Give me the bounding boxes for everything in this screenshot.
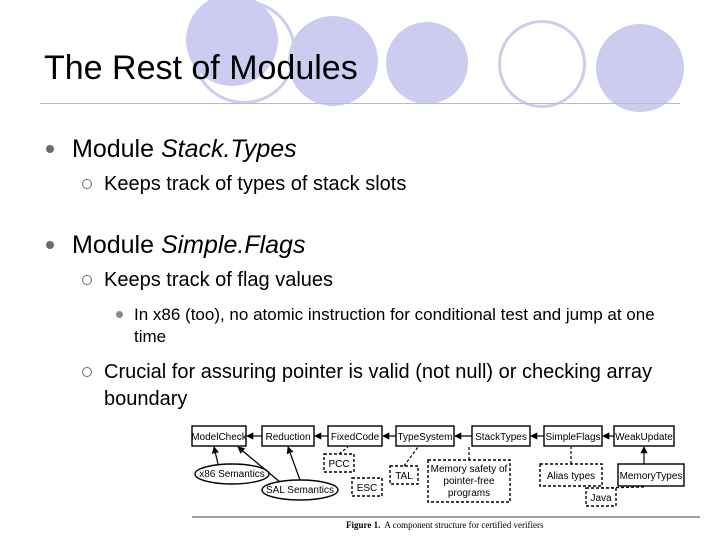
svg-text:Figure 1.A component structure: Figure 1.A component structure for certi… xyxy=(346,520,544,530)
svg-text:SimpleFlags: SimpleFlags xyxy=(545,432,600,443)
module-name: Stack.Types xyxy=(160,135,297,163)
decor-circle-6 xyxy=(596,24,684,112)
sub-bullet-flag-values: Keeps track of flag values xyxy=(104,269,334,291)
node-weakupdate: WeakUpdate xyxy=(613,425,675,447)
node-simpleflags: SimpleFlags xyxy=(543,425,603,447)
node-stacktypes: StackTypes xyxy=(471,425,531,447)
bullet-marker xyxy=(46,241,54,249)
sub-sub-bullet-marker xyxy=(116,311,123,318)
sub-bullet-marker xyxy=(82,179,92,189)
sub-bullet-marker xyxy=(82,367,92,377)
title-rule xyxy=(40,103,680,104)
svg-text:ModelCheck: ModelCheck xyxy=(191,432,248,443)
node-typesystem: TypeSystem xyxy=(395,425,455,447)
node-memorytypes: MemoryTypes xyxy=(617,463,685,487)
bullet-module-simple-flags: Module Simple.Flags xyxy=(72,230,305,260)
bullet-marker xyxy=(46,145,54,153)
node-sal-semantics: SAL Semantics xyxy=(261,479,339,501)
svg-text:WeakUpdate: WeakUpdate xyxy=(615,432,673,443)
decor-circle-5 xyxy=(498,20,586,108)
svg-text:MemoryTypes: MemoryTypes xyxy=(620,471,683,482)
svg-text:ESC: ESC xyxy=(357,483,378,494)
node-modelcheck: ModelCheck xyxy=(191,425,248,447)
node-pcc: PCC xyxy=(323,453,355,473)
sub-bullet-stack-slots: Keeps track of types of stack slots xyxy=(104,173,407,195)
slide-title: The Rest of Modules xyxy=(44,49,358,87)
node-memory-safety: Memory safety of pointer-free programs xyxy=(427,459,511,503)
node-alias-types: Alias types xyxy=(539,463,603,487)
bullet-prefix: Module xyxy=(72,135,161,163)
svg-text:pointer-free: pointer-free xyxy=(443,476,495,487)
node-tal: TAL xyxy=(389,465,419,485)
svg-text:PCC: PCC xyxy=(328,459,349,470)
svg-text:programs: programs xyxy=(448,488,490,499)
decor-circle-4 xyxy=(386,22,468,104)
module-name: Simple.Flags xyxy=(160,231,306,259)
node-java: Java xyxy=(585,487,617,507)
sub-sub-bullet-x86-note: In x86 (too), no atomic instruction for … xyxy=(134,305,655,346)
svg-text:Memory safety of: Memory safety of xyxy=(431,464,508,475)
node-reduction: Reduction xyxy=(261,425,315,447)
svg-text:TAL: TAL xyxy=(395,471,413,482)
svg-text:Alias types: Alias types xyxy=(547,471,595,482)
bullet-module-stack-types: Module Stack.Types xyxy=(72,134,297,164)
node-x86-semantics: x86 Semantics xyxy=(194,463,270,485)
svg-text:StackTypes: StackTypes xyxy=(475,432,527,443)
node-esc: ESC xyxy=(351,477,383,497)
decor-circle-3 xyxy=(288,16,378,106)
svg-text:SAL Semantics: SAL Semantics xyxy=(266,485,334,496)
svg-text:x86 Semantics: x86 Semantics xyxy=(199,469,265,480)
sub-bullet-pointer-validity: Crucial for assuring pointer is valid (n… xyxy=(104,361,653,410)
svg-text:Reduction: Reduction xyxy=(265,432,310,443)
sub-bullet-marker xyxy=(82,275,92,285)
bullet-prefix: Module xyxy=(72,231,161,259)
svg-text:Java: Java xyxy=(590,493,612,504)
svg-text:TypeSystem: TypeSystem xyxy=(397,432,452,443)
diagram-caption: Figure 1.A component structure for certi… xyxy=(346,520,544,530)
component-diagram: ModelCheck Reduction FixedCode TypeSyste… xyxy=(191,425,700,530)
node-fixedcode: FixedCode xyxy=(327,425,383,447)
svg-text:FixedCode: FixedCode xyxy=(331,432,380,443)
